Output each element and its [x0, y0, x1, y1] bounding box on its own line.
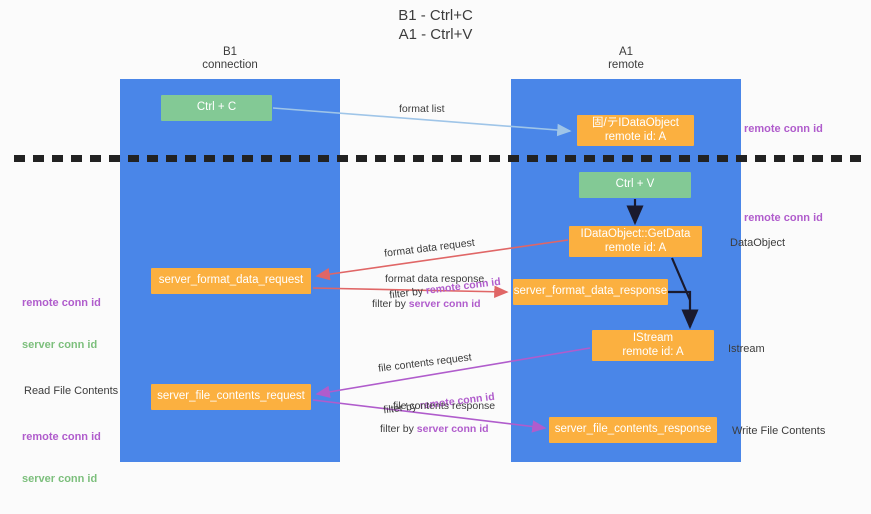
node-server-file-contents-request-label: server_file_contents_request: [157, 390, 305, 403]
node-server-file-contents-request[interactable]: server_file_contents_request: [151, 384, 311, 410]
legend-right-remote-conn-id-mid: remote conn id: [744, 212, 823, 224]
edge-label-format-data-response-filter: filter by server conn id: [372, 297, 481, 311]
legend-left-remote-conn-id-2: remote conn id: [22, 431, 101, 443]
legend-right-istream: Istream: [728, 343, 765, 355]
edge-label-file-contents-response-filter: filter by server conn id: [380, 422, 489, 436]
node-ctrl-v[interactable]: Ctrl + V: [579, 172, 691, 198]
node-idataobject-getdata[interactable]: IDataObject::GetData remote id: A: [569, 226, 702, 257]
server-conn-id-text: server conn id: [408, 298, 481, 310]
node-istream-line2: remote id: A: [622, 345, 684, 358]
legend-left-conn-ids-bottom: remote conn id server conn id: [22, 402, 101, 514]
legend-right-remote-conn-id-top: remote conn id: [744, 123, 823, 135]
node-istream-line1: IStream: [632, 332, 674, 344]
node-getdata-line1: IDataObject::GetData: [580, 228, 691, 240]
filter-by-text: filter by: [380, 423, 417, 435]
node-server-format-data-request-label: server_format_data_request: [158, 274, 304, 287]
edge-label-format-data-response: format data response: [385, 273, 485, 285]
node-getdata-line2: remote id: A: [604, 241, 667, 254]
legend-left-server-conn-id-2: server conn id: [22, 473, 98, 485]
legend-right-dataobject: DataObject: [730, 237, 786, 249]
column-header-b1: B1 connection: [202, 46, 258, 71]
node-idataobject-line1: 固/テIDataObject: [592, 117, 679, 129]
edge-label-file-contents-request-line1: file contents request: [377, 351, 473, 375]
node-server-format-data-response-label: server_format_data_response: [513, 285, 668, 298]
node-istream[interactable]: IStream remote id: A: [592, 330, 714, 361]
node-server-format-data-request[interactable]: server_format_data_request: [151, 268, 311, 294]
legend-left-remote-conn-id: remote conn id: [22, 297, 101, 309]
node-server-format-data-response[interactable]: server_format_data_response: [513, 279, 668, 305]
legend-left-read-file-contents: Read File Contents: [24, 385, 119, 397]
legend-left-server-conn-id: server conn id: [22, 339, 98, 351]
node-idataobject-line2: remote id: A: [604, 130, 667, 143]
node-idataobject[interactable]: 固/テIDataObject remote id: A: [577, 115, 694, 146]
node-server-file-contents-response[interactable]: server_file_contents_response: [549, 417, 717, 443]
column-header-a1: A1 remote: [608, 46, 644, 71]
legend-left-conn-ids-top: remote conn id server conn id: [22, 268, 101, 380]
edge-label-format-data-request-line1: format data request: [383, 236, 476, 260]
node-ctrl-c-label: Ctrl + C: [196, 101, 237, 114]
edge-label-format-data-request: format data request filter by remote con…: [380, 205, 505, 330]
edge-label-format-list: format list: [399, 103, 445, 115]
node-server-file-contents-response-label: server_file_contents_response: [554, 423, 712, 436]
node-ctrl-c[interactable]: Ctrl + C: [161, 95, 272, 121]
diagram-canvas: B1 - Ctrl+C A1 - Ctrl+V B1 connection A1…: [14, 7, 863, 485]
edge-label-file-contents-response: file contents response: [393, 400, 496, 412]
phase-separator: [14, 155, 863, 162]
diagram-title: B1 - Ctrl+C A1 - Ctrl+V: [398, 7, 473, 43]
server-conn-id-text: server conn id: [416, 423, 489, 435]
node-ctrl-v-label: Ctrl + V: [615, 178, 655, 191]
filter-by-text: filter by: [372, 298, 409, 310]
legend-right-write-file-contents: Write File Contents: [732, 425, 826, 437]
